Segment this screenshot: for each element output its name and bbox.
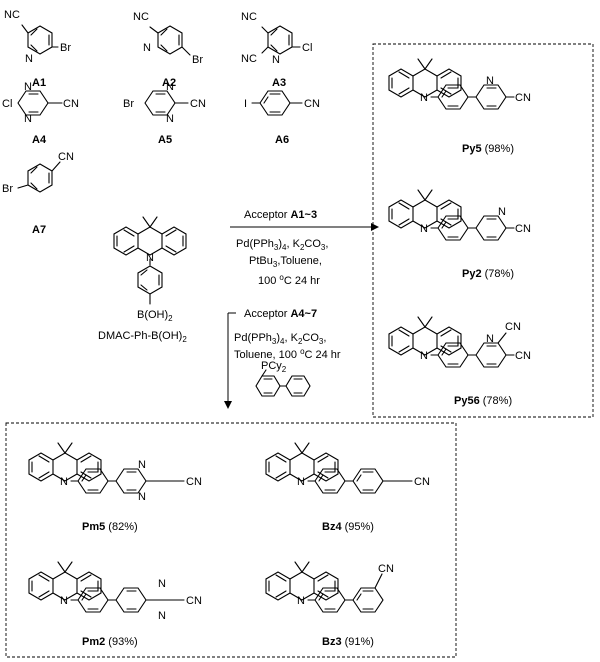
- svg-text:PtBu3,Toluene,: PtBu3,Toluene,: [249, 255, 322, 269]
- svg-text:Br: Br: [123, 98, 134, 110]
- svg-text:Py2 (78%): Py2 (78%): [462, 268, 514, 280]
- product-py5: N N CN Py5 (98%): [388, 58, 531, 155]
- svg-text:CN: CN: [515, 92, 531, 104]
- svg-text:N: N: [486, 75, 494, 87]
- svg-text:100 oC 24 hr: 100 oC 24 hr: [258, 273, 320, 287]
- svg-text:CN: CN: [515, 223, 531, 235]
- svg-text:Pm2 (93%): Pm2 (93%): [82, 636, 138, 648]
- acceptor-a2: NC N Br A2: [133, 11, 203, 89]
- svg-text:CN: CN: [414, 476, 430, 488]
- svg-text:N: N: [420, 350, 428, 362]
- svg-text:B(OH)2: B(OH)2: [137, 309, 173, 323]
- svg-text:A4: A4: [32, 134, 47, 146]
- svg-text:Py5 (98%): Py5 (98%): [462, 143, 514, 155]
- svg-text:CN: CN: [186, 476, 202, 488]
- svg-text:N: N: [166, 81, 174, 93]
- svg-text:N: N: [272, 54, 280, 66]
- svg-text:A2: A2: [162, 77, 176, 89]
- acceptor-a4: Cl N N CN A4: [2, 81, 79, 146]
- svg-text:N: N: [24, 81, 32, 93]
- svg-text:N: N: [158, 578, 166, 590]
- product-py2: N N CN Py2 (78%): [388, 189, 531, 280]
- svg-text:N: N: [24, 113, 32, 125]
- svg-text:N: N: [25, 53, 33, 65]
- svg-text:CN: CN: [186, 595, 202, 607]
- svg-text:A6: A6: [275, 134, 289, 146]
- svg-text:N: N: [486, 333, 494, 345]
- svg-text:Acceptor A1~3: Acceptor A1~3: [244, 209, 317, 221]
- svg-text:N: N: [143, 42, 151, 54]
- svg-text:CN: CN: [304, 98, 320, 110]
- route-top: Acceptor A1~3 Pd(PPh3)4, K2CO3, PtBu3,To…: [230, 209, 379, 287]
- acceptor-a3: NC NC N Cl A3: [241, 11, 312, 89]
- svg-text:N: N: [138, 459, 146, 471]
- product-py56: N N CN CN Py56 (78%): [388, 316, 531, 407]
- svg-text:A7: A7: [32, 224, 46, 236]
- svg-text:N: N: [297, 595, 305, 607]
- svg-text:N: N: [138, 491, 146, 503]
- product-bz4: N CN Bz4 (95%): [265, 442, 430, 533]
- svg-text:PCy2: PCy2: [261, 360, 287, 374]
- svg-text:A1: A1: [32, 77, 46, 89]
- acceptor-a7: CN Br A7: [2, 151, 74, 236]
- svg-text:N: N: [60, 476, 68, 488]
- svg-text:NC: NC: [4, 9, 20, 21]
- svg-text:Cl: Cl: [302, 42, 312, 54]
- svg-text:CN: CN: [190, 98, 206, 110]
- ligand-biphenyl-pcy2: PCy2: [255, 360, 311, 397]
- svg-text:NC: NC: [133, 11, 149, 23]
- product-bz3: N CN Bz3 (91%): [265, 561, 394, 648]
- svg-text:Bz4 (95%): Bz4 (95%): [322, 521, 374, 533]
- product-pm2: N N N CN Pm2 (93%): [28, 561, 202, 648]
- box-other-products: [5, 422, 457, 658]
- acceptor-a5: Br N N CN A5: [123, 81, 206, 146]
- svg-text:Cl: Cl: [2, 98, 12, 110]
- svg-text:N: N: [297, 476, 305, 488]
- route-bottom: Acceptor A4~7 Pd(PPh3)4, K2CO3, Toluene,…: [224, 308, 341, 409]
- svg-text:NC: NC: [241, 11, 257, 23]
- svg-text:Pd(PPh3)4, K2CO3,: Pd(PPh3)4, K2CO3,: [236, 238, 328, 252]
- svg-text:A3: A3: [272, 77, 286, 89]
- acceptor-a6: I CN A6: [244, 90, 320, 146]
- svg-text:Br: Br: [60, 42, 71, 54]
- svg-text:N: N: [420, 223, 428, 235]
- svg-text:Pm5 (82%): Pm5 (82%): [82, 521, 138, 533]
- svg-text:N: N: [146, 252, 154, 264]
- donor-dmac-ph-boronic-acid: N B(OH)2 DMAC-Ph-B(OH)2: [98, 216, 187, 344]
- svg-text:I: I: [244, 98, 247, 110]
- svg-text:Pd(PPh3)4, K2CO3,: Pd(PPh3)4, K2CO3,: [234, 332, 326, 346]
- svg-text:Py56 (78%): Py56 (78%): [454, 395, 512, 407]
- svg-text:DMAC-Ph-B(OH)2: DMAC-Ph-B(OH)2: [98, 330, 187, 344]
- svg-text:Bz3 (91%): Bz3 (91%): [322, 636, 374, 648]
- svg-text:Acceptor A4~7: Acceptor A4~7: [244, 308, 317, 320]
- svg-text:N: N: [166, 113, 174, 125]
- svg-text:Br: Br: [2, 183, 13, 195]
- svg-text:CN: CN: [378, 563, 394, 575]
- acceptor-a1: NC N Br A1: [4, 9, 71, 89]
- svg-text:Br: Br: [192, 54, 203, 66]
- svg-text:Toluene, 100 oC 24 hr: Toluene, 100 oC 24 hr: [234, 347, 341, 361]
- svg-text:N: N: [60, 595, 68, 607]
- svg-text:N: N: [158, 610, 166, 622]
- svg-text:NC: NC: [241, 53, 257, 65]
- svg-text:N: N: [498, 206, 506, 218]
- svg-text:CN: CN: [515, 350, 531, 362]
- svg-text:CN: CN: [63, 98, 79, 110]
- svg-text:CN: CN: [505, 321, 521, 333]
- svg-text:CN: CN: [58, 151, 74, 163]
- svg-text:N: N: [420, 92, 428, 104]
- svg-text:A5: A5: [158, 134, 172, 146]
- box-pyridine-products: [372, 43, 594, 418]
- product-pm5: N N N CN Pm5 (82%): [28, 442, 202, 533]
